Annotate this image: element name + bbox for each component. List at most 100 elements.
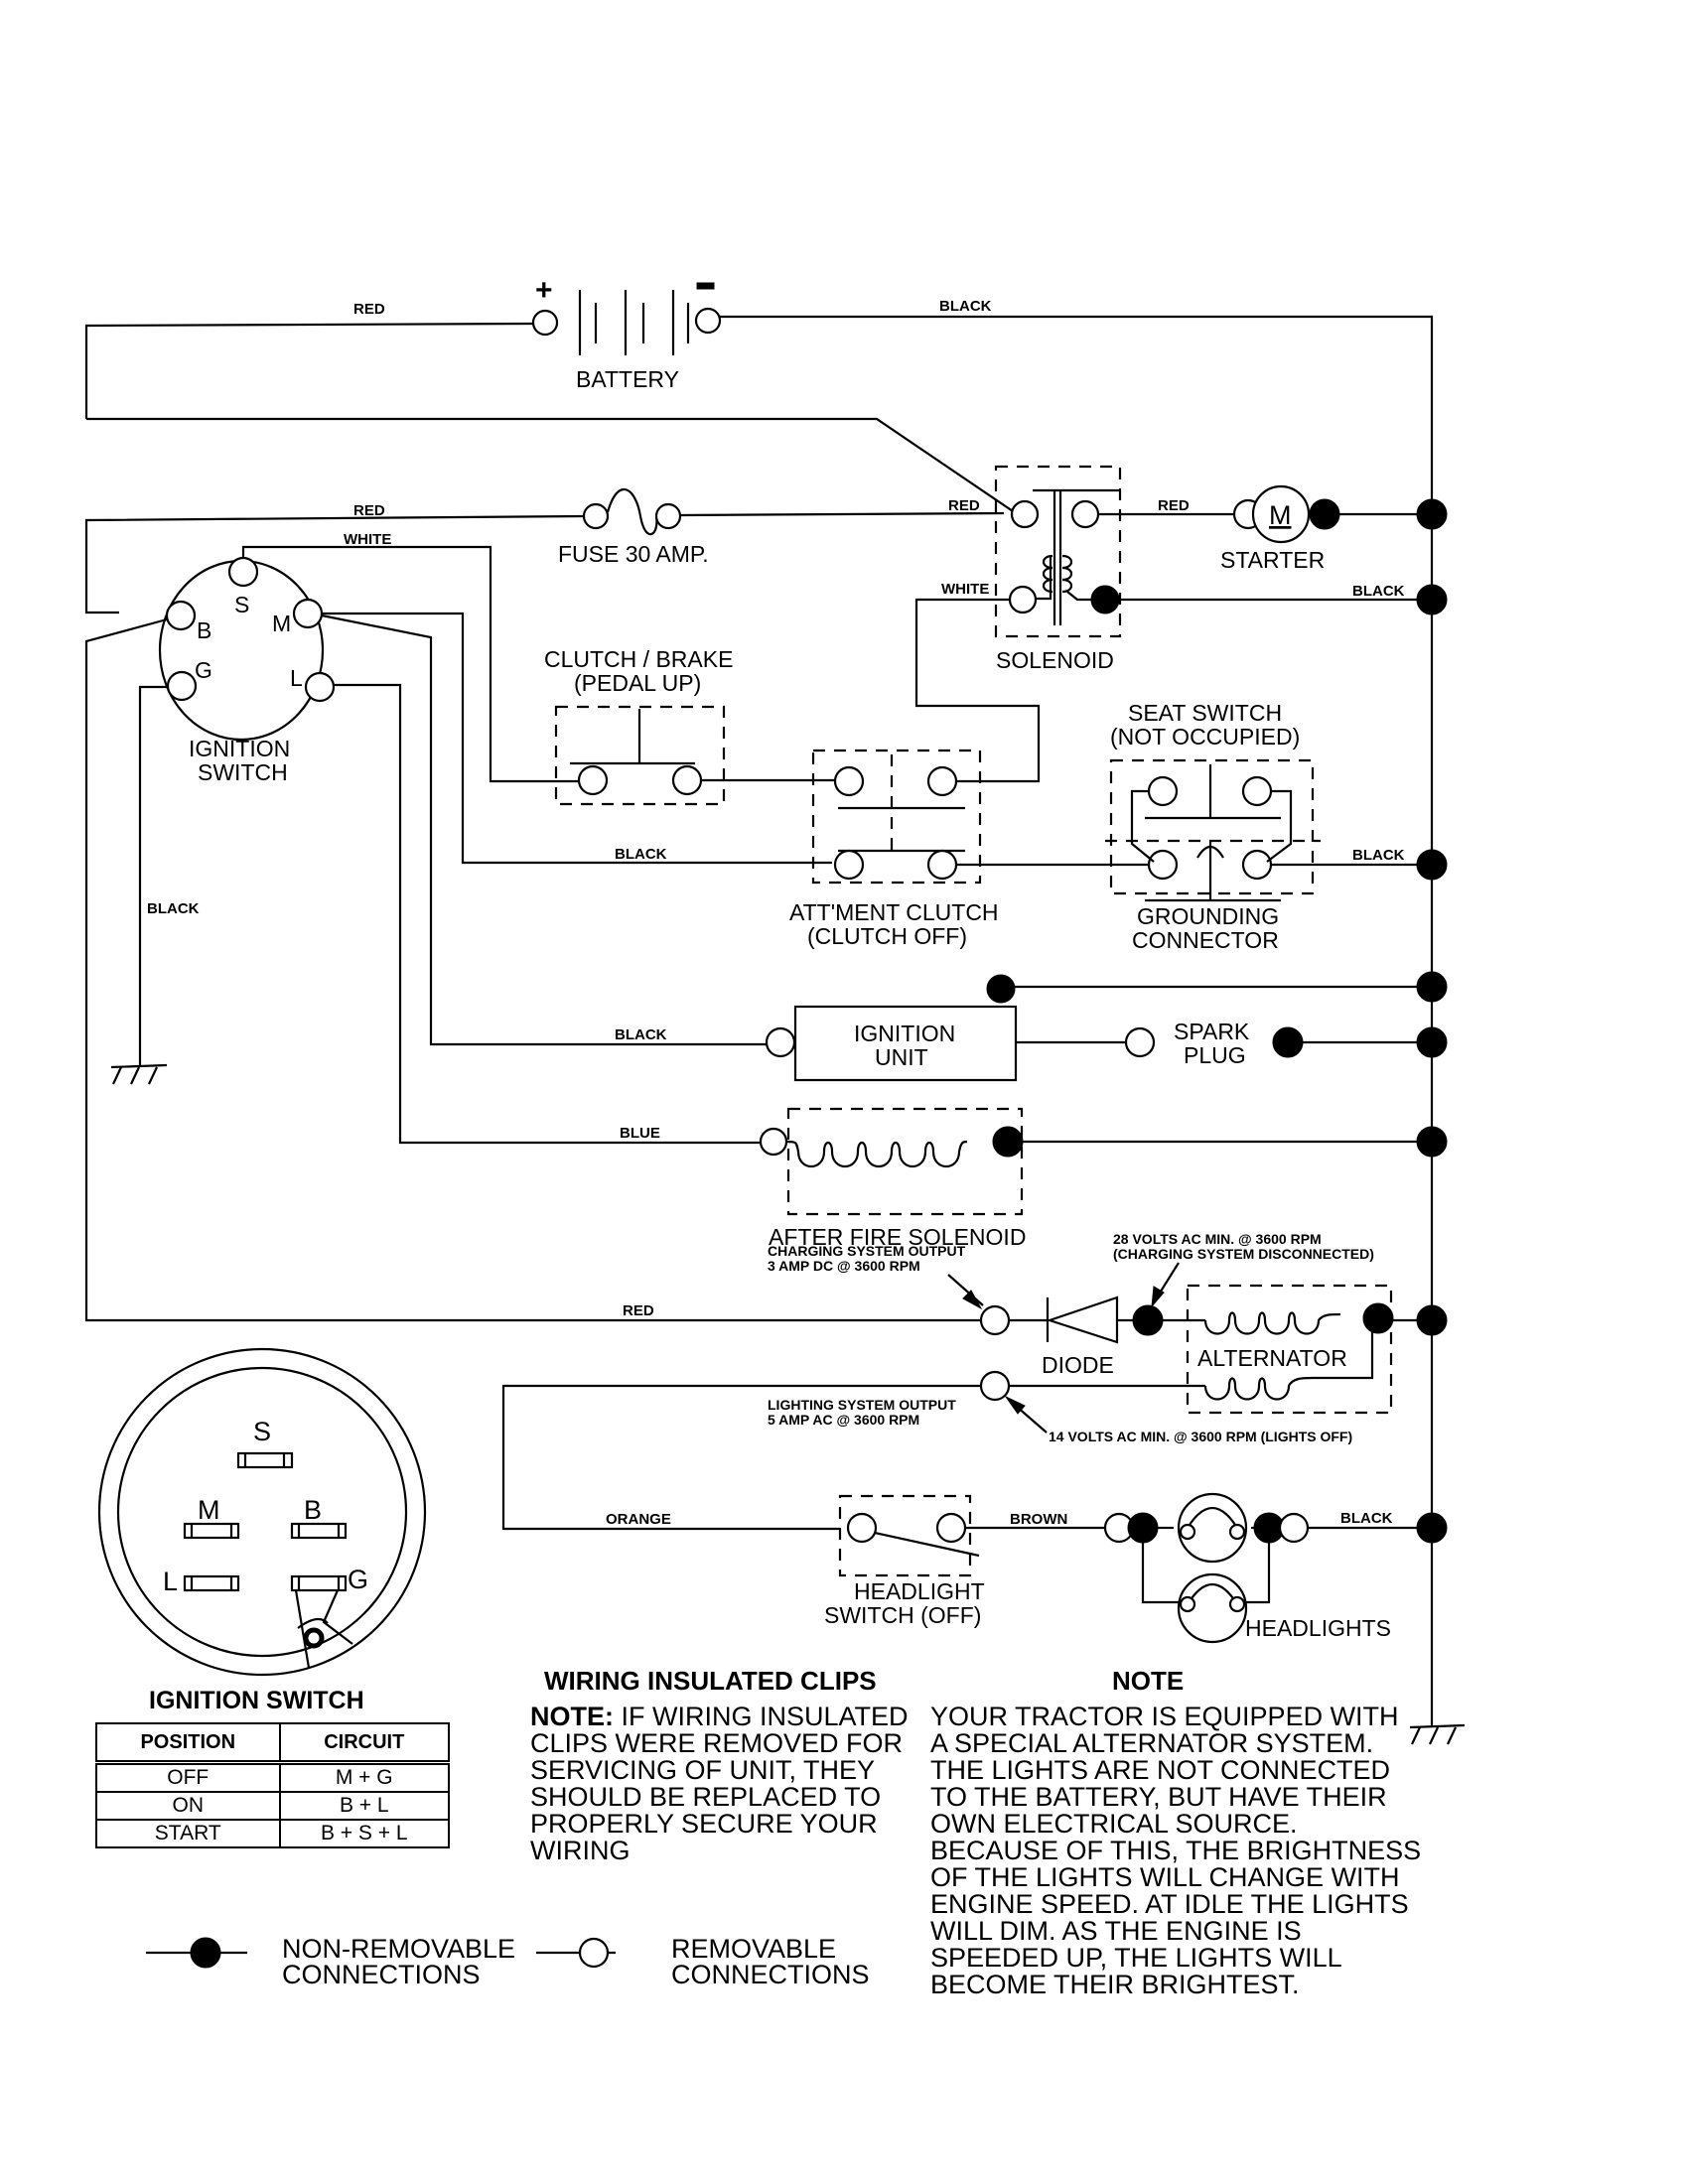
wire-label: WHITE xyxy=(344,531,391,548)
clutch-brake-label: CLUTCH / BRAKE xyxy=(544,646,733,672)
wire-label: BLACK xyxy=(1352,583,1405,600)
ground-bus xyxy=(720,315,1434,1727)
alternator-coil-bottom xyxy=(1203,1330,1374,1401)
clips-title: WIRING INSULATED CLIPS xyxy=(544,1666,877,1696)
starter-connection xyxy=(1309,498,1340,530)
connection-point xyxy=(116,1366,408,1658)
diode-connection xyxy=(1132,1304,1164,1336)
alternator-coil-top xyxy=(1203,1311,1341,1335)
wire-label: RED xyxy=(948,497,980,514)
wire-ign-g xyxy=(138,685,168,1065)
minus-sign xyxy=(696,282,715,290)
label: M xyxy=(272,611,291,636)
wire-segment xyxy=(158,559,325,742)
wire-segment xyxy=(294,1589,311,1669)
bus-connection xyxy=(1416,971,1448,1003)
battery-positive-terminal xyxy=(531,309,559,337)
label: B xyxy=(197,617,211,643)
wire-segment xyxy=(1037,556,1052,601)
wire-segment xyxy=(236,1451,294,1469)
label: L xyxy=(290,665,303,691)
label: B + L xyxy=(278,1791,450,1821)
label: TO THE BATTERY, BUT HAVE THEIR xyxy=(930,1782,1387,1812)
label: OWN ELECTRICAL SOURCE. xyxy=(930,1809,1298,1839)
wire-segment xyxy=(112,1066,122,1085)
wire-segment xyxy=(322,1589,353,1645)
wire-segment xyxy=(183,1574,240,1592)
label: A SPECIAL ALTERNATOR SYSTEM. xyxy=(930,1728,1374,1758)
motor-symbol: M xyxy=(1269,500,1292,530)
bus-connection xyxy=(1416,498,1448,530)
table-header: CIRCUIT xyxy=(278,1722,450,1764)
wire-segment xyxy=(1245,1543,1271,1604)
ignition-switch-label: IGNITION xyxy=(189,736,290,761)
wire-label: BLACK xyxy=(1352,847,1405,864)
diode-label: DIODE xyxy=(1042,1352,1114,1378)
fuse-label: FUSE 30 AMP. xyxy=(558,541,709,567)
starter-label: STARTER xyxy=(1220,547,1325,573)
ignition-unit-label: UNIT xyxy=(875,1044,928,1070)
connection-point xyxy=(97,1347,427,1677)
wire-segment xyxy=(1151,1286,1165,1308)
wire-segment xyxy=(1187,1507,1238,1529)
solenoid xyxy=(994,465,1122,638)
wire-segment xyxy=(148,1066,158,1085)
bus-connection xyxy=(1416,584,1448,615)
solenoid-coil-terminal xyxy=(1008,585,1038,614)
wire-label: BLACK xyxy=(1340,1510,1393,1527)
label: CONNECTIONS xyxy=(671,1960,870,1989)
label: IF WIRING INSULATED xyxy=(614,1702,909,1731)
wire-segment xyxy=(1429,1726,1439,1745)
wire-fuse-to-solenoid xyxy=(679,511,1005,517)
wire-ign-l-after-fire xyxy=(334,683,760,1145)
solenoid-ground-connection xyxy=(1090,585,1120,614)
solenoid-battery-terminal xyxy=(1010,499,1040,529)
wire-battery-to-solenoid xyxy=(86,417,1017,514)
clutch-brake-label: (PEDAL UP) xyxy=(574,670,701,696)
seat-switch-label: (NOT OCCUPIED) xyxy=(1110,724,1300,750)
wire-label: BLACK xyxy=(615,1026,667,1043)
label: M + G xyxy=(278,1760,450,1793)
wire-ign-m-ignition-unit xyxy=(321,614,767,1046)
attachment-clutch-switch xyxy=(811,749,982,885)
label: SPEEDED UP, THE LIGHTS WILL xyxy=(930,1943,1342,1973)
solenoid-coil xyxy=(1042,554,1073,594)
wire-label: BLUE xyxy=(620,1125,660,1142)
att-clutch-label: ATT'MENT CLUTCH xyxy=(789,899,999,925)
seat-switch-terminal xyxy=(1241,775,1273,807)
note-title: NOTE xyxy=(1112,1666,1185,1696)
headlight-switch-terminal xyxy=(935,1512,967,1544)
connection-point xyxy=(1228,1595,1246,1613)
label: START xyxy=(95,1819,281,1848)
wire-label: BLACK xyxy=(939,298,992,315)
label: S xyxy=(253,1417,271,1446)
annotation: 14 VOLTS AC MIN. @ 3600 RPM (LIGHTS OFF) xyxy=(1049,1429,1352,1444)
after-fire-coil xyxy=(785,1140,968,1167)
starter-motor xyxy=(1251,484,1311,544)
connection-point xyxy=(1179,1523,1196,1541)
charging-output-terminal xyxy=(979,1304,1011,1336)
wire-segment xyxy=(962,1290,983,1310)
battery-label: BATTERY xyxy=(576,366,679,392)
headlight-bulb xyxy=(1177,1492,1248,1564)
headlight-switch-terminal xyxy=(846,1512,878,1544)
headlight-connection xyxy=(1127,1512,1159,1544)
label: OF THE LIGHTS WILL CHANGE WITH xyxy=(930,1862,1400,1892)
att-clutch-terminal xyxy=(926,849,958,881)
wire-segment xyxy=(183,1522,240,1540)
wire-label: BROWN xyxy=(1010,1511,1067,1528)
terminal-b xyxy=(165,600,197,631)
label: BECOME THEIR BRIGHTEST. xyxy=(930,1970,1300,1999)
label: G xyxy=(348,1565,368,1594)
legend: NON-REMOVABLE CONNECTIONS REMOVABLE CONN… xyxy=(146,1934,870,1989)
label: SHOULD BE REPLACED TO xyxy=(530,1782,882,1812)
wire-att-clutch-to-solenoid xyxy=(914,598,1041,783)
wire-ign-s xyxy=(241,545,581,783)
wire-label: RED xyxy=(1158,497,1190,514)
wire-battery-positive xyxy=(84,322,535,419)
clutch-brake-terminal xyxy=(577,764,609,796)
